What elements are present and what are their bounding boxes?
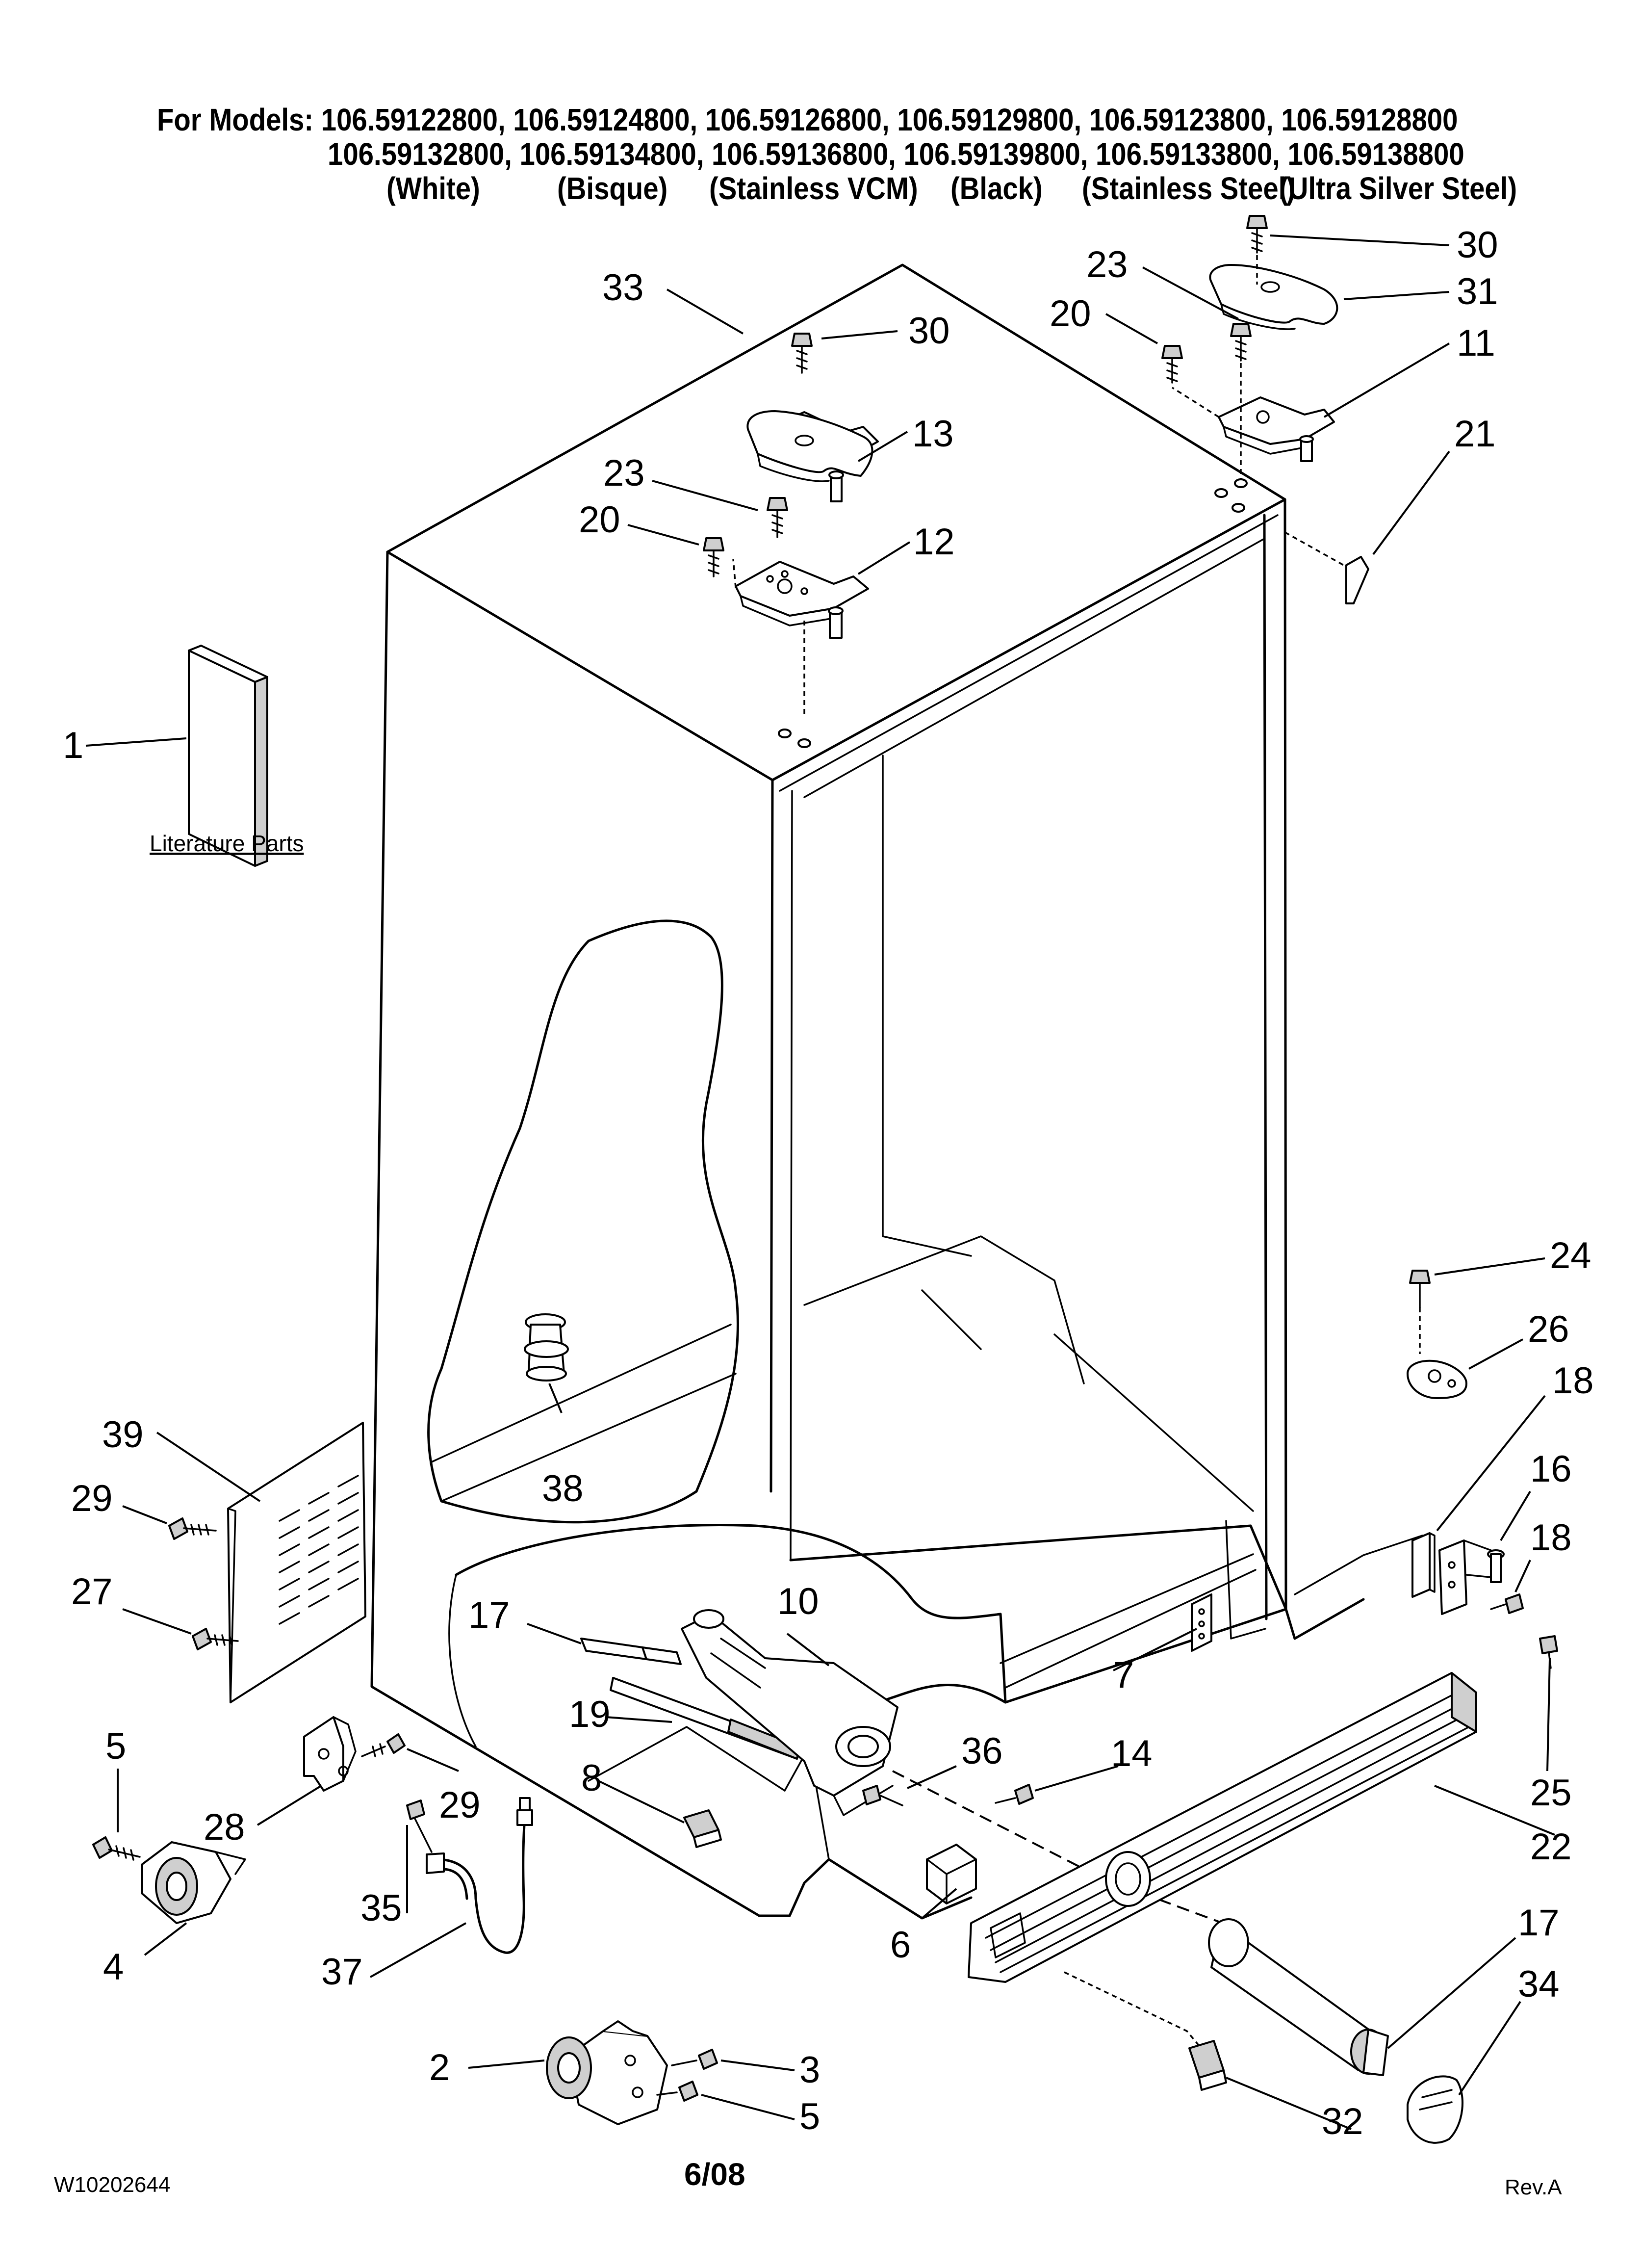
hinge-cover-26 [1407,1359,1467,1399]
callout-23-right: 23 [1086,244,1128,286]
callout-35: 35 [360,1887,402,1929]
screw-5-roller [92,1836,141,1861]
clip-8 [683,1809,722,1848]
models-line-1: For Models: 106.59122800, 106.59124800, … [157,102,1458,137]
callout-19: 19 [569,1694,611,1735]
left-top-hinge-assembly [703,333,879,748]
screw-18 [1490,1593,1524,1614]
water-tube-38 [426,1797,533,1954]
callout-18: 18 [1530,1517,1572,1559]
callout-3: 3 [799,2049,820,2091]
screw-14 [995,1784,1034,1805]
callout-5-lower: 5 [799,2096,820,2138]
callout-17: 17 [468,1594,510,1636]
leader-lines [85,235,1555,2130]
callout-31: 31 [1457,271,1498,313]
bracket-9 [1411,1532,1436,1598]
callout-34: 34 [1518,1963,1560,2005]
callout-36: 36 [961,1730,1003,1772]
callout-1: 1 [63,725,83,766]
color-label-bisque: (Bisque) [557,171,668,206]
bracket-7 [1191,1593,1212,1652]
callout-9: 18 [1552,1360,1594,1402]
callout-12: 12 [913,521,955,563]
screw-29-panel [168,1517,217,1540]
screw-3 [671,2049,718,2070]
callout-20-left: 20 [579,499,620,541]
callout-15: 13 [912,413,954,455]
color-label-ultra-silver-steel: (Ultra Silver Steel) [1279,171,1517,206]
callout-23-left: 23 [603,452,645,494]
callout-25: 25 [1530,1772,1572,1814]
screw-36 [862,1785,903,1806]
callout-27: 27 [71,1571,113,1613]
tube-17 [580,1638,682,1665]
callout-38: 37 [321,1951,363,1993]
callout-30-left: 30 [908,310,950,352]
callout-39: 39 [102,1414,144,1456]
water-filter-11 [1208,1918,1389,2076]
literature-book [188,645,268,867]
callout-5-upper: 5 [105,1725,126,1767]
callout-13: 11 [1457,322,1495,364]
bracket-6 [926,1844,977,1904]
callout-8: 8 [581,1757,602,1799]
cabinet-outline [370,263,1423,1920]
screw-25 [1539,1635,1558,1669]
callout-29-bracket: 29 [439,1784,481,1826]
callout-22: 22 [1530,1826,1572,1868]
callout-7: 7 [1113,1654,1134,1696]
document-part-number: W10202644 [54,2173,171,2197]
callout-4: 4 [103,1946,124,1988]
right-top-hinge-assembly [1161,215,1338,513]
cutaway-freezer-interior [427,919,739,1524]
toe-grille-22 [968,1672,1477,1983]
callout-16: 16 [1530,1448,1572,1490]
hinge-16 [1438,1539,1505,1615]
rear-access-panel [227,1422,366,1703]
callout-33: 33 [602,267,644,309]
callout-28: 28 [204,1806,245,1848]
screw-29-bracket [361,1733,406,1757]
roller-assembly-2 [546,2020,668,2125]
callout-32: 32 [1322,2101,1363,2142]
water-valve-10 [681,1609,898,1816]
color-label-white: (White) [386,171,480,206]
callout-24: 24 [1550,1235,1591,1277]
callout-11: 17 [1518,1902,1560,1944]
callout-29-panel: 29 [71,1478,113,1519]
callout-14: 14 [1111,1733,1153,1774]
callout-numbers: 33 30 13 23 20 12 23 20 30 31 11 21 1 24… [63,224,1594,2142]
callout-30-right: 30 [1457,224,1498,266]
callout-6: 6 [890,1924,911,1966]
screw-5-lower [656,2081,698,2102]
color-label-black: (Black) [950,171,1043,206]
callout-37: 38 [542,1468,584,1510]
callout-21: 21 [1454,413,1496,455]
bracket-28 [303,1716,357,1792]
cutaway-machine-compartment [448,1524,1007,1748]
callout-20-right: 20 [1050,293,1091,335]
part-21-plug [1284,531,1369,604]
callout-26: 26 [1528,1308,1569,1350]
alignment-line-valve [892,1770,1104,1880]
screw-27-panel [192,1628,239,1650]
models-line-2: 106.59132800, 106.59134800, 106.59136800… [328,136,1464,172]
literature-parts-label: Literature Parts [150,831,304,856]
bypass-cap-32 [1188,2040,1227,2091]
document-revision: Rev.A [1505,2175,1562,2199]
screw-35 [406,1799,433,1853]
color-label-stainless-steel: (Stainless Steel) [1082,171,1296,206]
document-date: 6/08 [684,2157,745,2192]
screw-24 [1409,1270,1431,1354]
callout-10: 10 [777,1581,819,1622]
filter-cap-34 [1407,2075,1463,2144]
callout-2: 2 [429,2047,450,2088]
roller-assembly-4 [141,1841,246,1924]
color-label-stainless-vcm: (Stainless VCM) [709,171,918,206]
